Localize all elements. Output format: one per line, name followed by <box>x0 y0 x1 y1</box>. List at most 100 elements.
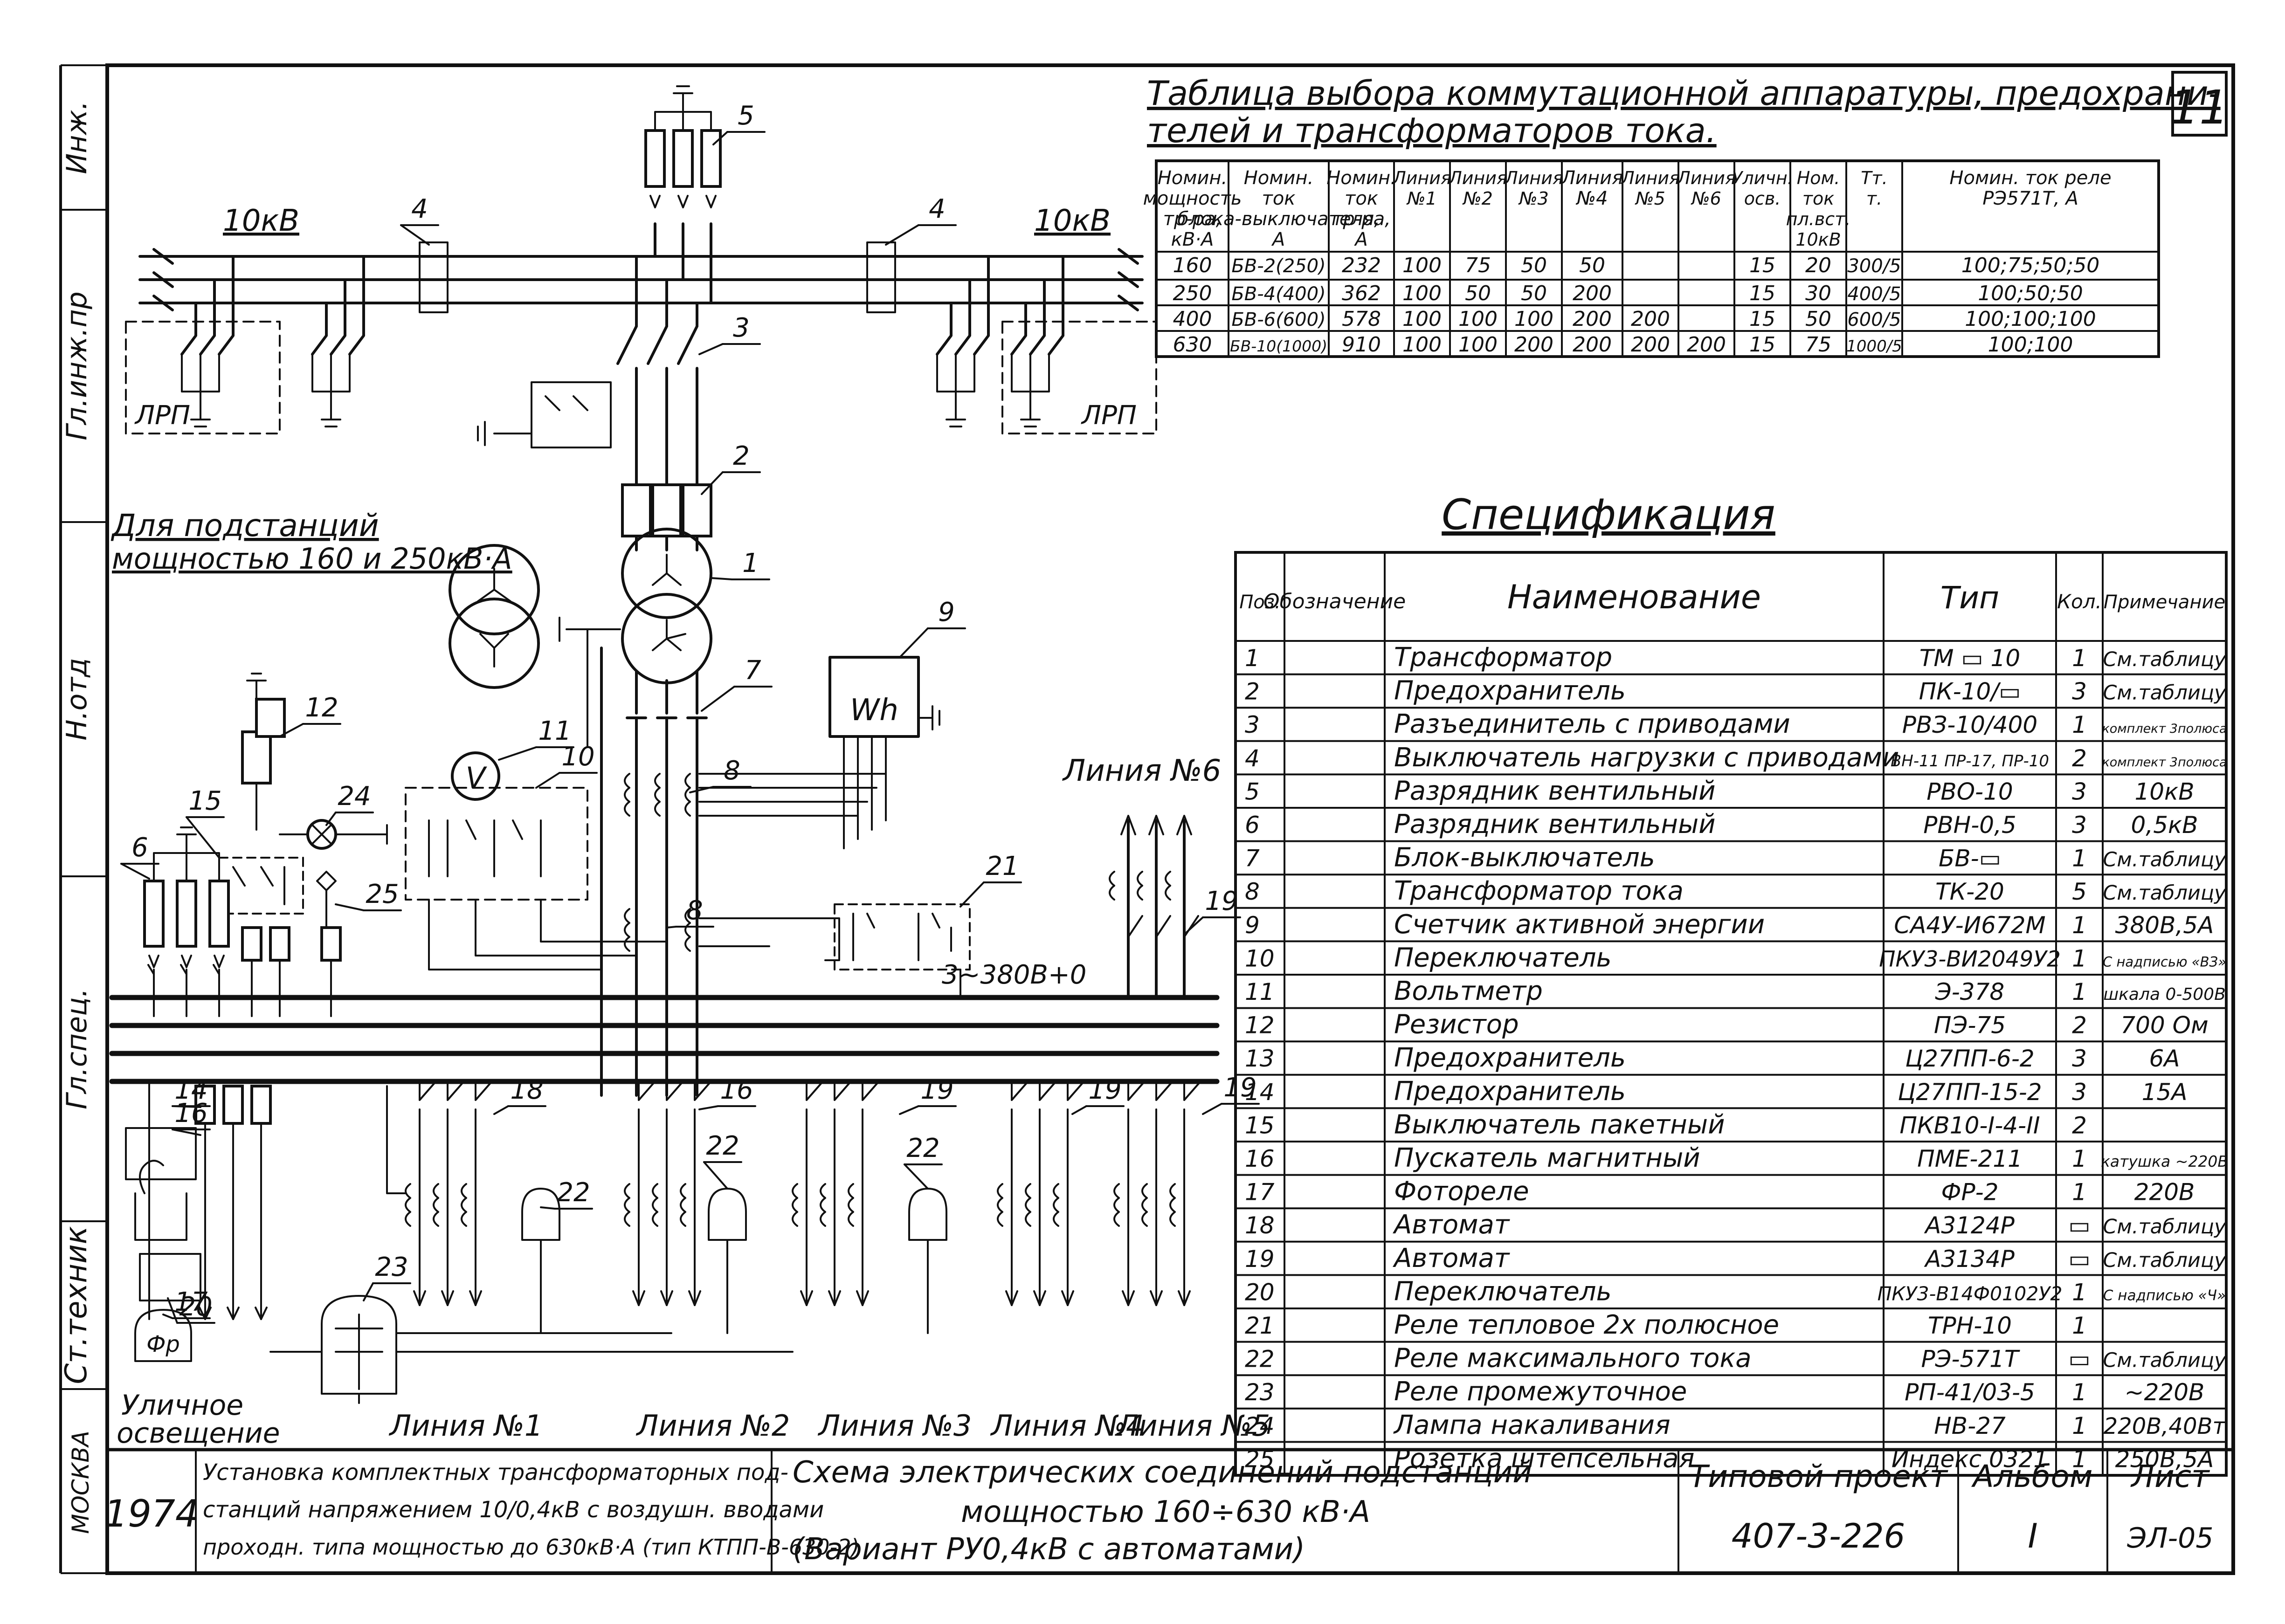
selection-header-cell: мощность <box>1143 188 1242 209</box>
selection-cell: 1000/5 <box>1846 337 1902 356</box>
callout-number: 21 <box>986 851 1019 881</box>
selection-table-title-1: Таблица выбора коммутационной аппаратуры… <box>1147 74 2221 113</box>
specification-cell: См.таблицу <box>2103 848 2226 872</box>
specification-cell: 1 <box>2072 645 2087 672</box>
drawing-title-line-3: (Вариант РУ0,4кВ с автоматами) <box>793 1532 1305 1567</box>
specification-cell: ▭ <box>2068 1212 2090 1239</box>
selection-cell: 200 <box>1573 282 1612 305</box>
selection-header-cell: А <box>1271 229 1285 250</box>
specification-cell: 12 <box>1245 1012 1275 1039</box>
specification-header-cell: Наименование <box>1507 578 1761 616</box>
callout-number: 19 <box>1205 886 1238 916</box>
note-line-1: Для подстанций <box>110 508 379 544</box>
specification-cell: ПК-10/▭ <box>1919 678 2021 705</box>
specification-cell: 6А <box>2149 1045 2180 1072</box>
selection-header-cell: т. <box>1866 188 1882 209</box>
specification-cell: Ц27ПП-15-2 <box>1898 1079 2042 1106</box>
selection-header-cell: Линия <box>1676 168 1736 188</box>
specification-cell: Переключатель <box>1394 943 1612 973</box>
selection-cell: 100;50;50 <box>1978 282 2083 305</box>
specification-header-cell: Поз. <box>1239 592 1281 613</box>
arrester-group-5 <box>644 85 722 304</box>
selection-cell: 100;75;50;50 <box>1961 254 2099 277</box>
selection-header-cell: Тт. <box>1861 168 1887 188</box>
hv-feeder <box>477 255 712 551</box>
specification-cell: Предохранитель <box>1394 1076 1626 1107</box>
selection-table-grid: Номин.мощностьтр-ра,кВ·АНомин.токблока-в… <box>1143 159 2160 358</box>
specification-cell: 3 <box>2072 812 2087 839</box>
specification-cell: Реле промежуточное <box>1394 1376 1687 1407</box>
callout-number: 3 <box>733 313 750 343</box>
selection-header-cell: кВ·А <box>1171 229 1214 250</box>
specification-cell: См.таблицу <box>2103 1215 2226 1239</box>
selection-cell: 75 <box>1805 333 1831 357</box>
specification-cell: ВН-11 ПР-17, ПР-10 <box>1891 752 2049 771</box>
year: 1974 <box>104 1492 199 1535</box>
specification-cell: Лампа накаливания <box>1393 1410 1671 1440</box>
lv-busbars: 3~380В+0 <box>109 960 1220 1084</box>
specification-cell: 0,5кВ <box>2131 812 2198 839</box>
selection-header-cell: Линия <box>1392 168 1451 188</box>
specification-cell: катушка ~220В <box>2101 1152 2228 1170</box>
specification-cell: ПКУ3-В14Ф0102У2 <box>1878 1282 2063 1305</box>
callout-number: 18 <box>510 1075 543 1105</box>
left-strip-label-2: Гл.инж.пр <box>61 291 93 440</box>
selection-header-cell: тр-ра, <box>1163 208 1222 230</box>
specification-cell: НВ-27 <box>1934 1412 2006 1439</box>
callout-number: 4 <box>411 194 428 224</box>
specification-cell: 3 <box>2072 678 2087 705</box>
selection-header-cell: Номин. <box>1158 167 1228 189</box>
specification-cell: 1 <box>2072 912 2087 939</box>
left-strip-label-4: Гл.спец. <box>61 988 93 1109</box>
selection-cell: 630 <box>1173 333 1212 357</box>
specification-cell: 2 <box>2072 1012 2087 1039</box>
specification-cell: См.таблицу <box>2103 1249 2226 1272</box>
callout-number: 16 <box>174 1098 207 1129</box>
selection-cell: 100 <box>1402 333 1442 357</box>
album-number: I <box>2028 1516 2037 1555</box>
specification-cell: ПМЕ-211 <box>1917 1145 2023 1172</box>
specification-cell: 20 <box>1245 1279 1275 1306</box>
lrp-right-label: ЛРП <box>1081 400 1137 431</box>
specification-cell: 10кВ <box>2134 778 2194 805</box>
specification-cell: Вольтметр <box>1394 976 1543 1006</box>
specification-cell: 4 <box>1245 745 1260 772</box>
left-strip-label-3: Н.отд <box>61 658 93 740</box>
selection-cell: БВ-2(250) <box>1231 255 1325 277</box>
energy-meter-9: Wh <box>828 656 940 849</box>
specification-cell: 13 <box>1245 1045 1275 1072</box>
line-5-label: Линия №5 <box>1116 1409 1270 1443</box>
specification-cell: ~220В <box>2125 1379 2205 1406</box>
selection-cell: 15 <box>1749 282 1775 305</box>
selection-cell: 50 <box>1521 254 1547 277</box>
specification-cell: 220В <box>2134 1179 2195 1206</box>
selection-header-cell: №3 <box>1518 188 1549 209</box>
selection-cell: 100;100;100 <box>1965 307 2096 331</box>
specification-header-cell: Обозначение <box>1263 590 1406 613</box>
selection-table-title-2: телей и трансформаторов тока. <box>1147 111 1717 150</box>
specification-cell: ФР-2 <box>1941 1179 1998 1206</box>
bottom-line-labels: Линия №1 Линия №2 Линия №3 Линия №4 Лини… <box>389 1409 1270 1443</box>
specification-cell: 1 <box>2072 1179 2087 1206</box>
selection-cell: 232 <box>1342 254 1381 277</box>
specification-cell: Реле максимального тока <box>1394 1343 1752 1374</box>
specification-header-cell: Тип <box>1940 580 1999 616</box>
specification-cell: РП-41/03-5 <box>1905 1379 2035 1406</box>
specification-cell: Трансформатор тока <box>1394 876 1684 906</box>
specification-cell: Предохранитель <box>1394 1043 1626 1073</box>
alt-transformer-symbol <box>449 544 540 689</box>
sheet-frame <box>59 63 2235 1575</box>
line-6: Линия №6 <box>1062 754 1221 999</box>
callout-number: 8 <box>724 756 740 786</box>
meter-label: Wh <box>850 693 898 728</box>
selection-cell: 50 <box>1521 282 1547 305</box>
line-6-label: Линия №6 <box>1062 754 1221 788</box>
selection-header-cell: №5 <box>1635 188 1665 209</box>
selection-header-cell: №6 <box>1691 188 1721 209</box>
selection-cell: 200 <box>1573 333 1612 357</box>
lrp-left-2 <box>311 255 365 427</box>
specification-cell: См.таблицу <box>2103 648 2226 671</box>
lamp-24 <box>279 819 388 850</box>
